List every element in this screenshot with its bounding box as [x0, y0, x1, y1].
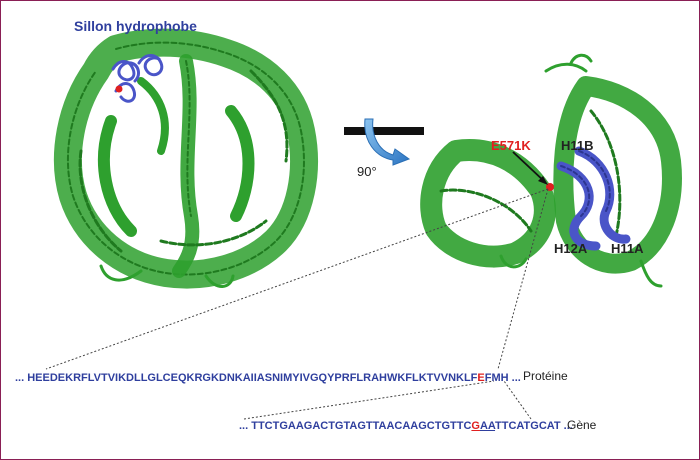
rotation-axis	[344, 127, 424, 135]
left-mutation-site	[115, 85, 123, 93]
figure-title: Sillon hydrophobe	[74, 18, 197, 34]
right-helices	[556, 146, 631, 251]
helix-label-h11a: H11A	[611, 241, 644, 256]
mutation-label: E571K	[491, 138, 531, 153]
gene-sequence-prefix: ... TTCTGAAGACTGTAGTTAACAAGCTGTTC	[239, 420, 472, 432]
protein-sequence: ... HEEDEKRFLVTVIKDLLGLCEQKRGKDNKAIIASNI…	[15, 372, 521, 384]
gene-codon-underlined: AA	[479, 420, 496, 432]
protein-mutated-residue: E	[477, 372, 485, 384]
gene-sequence-suffix: TTCATGCAT ...	[495, 420, 573, 432]
gene-row-label: Gène	[567, 418, 597, 432]
rotation-arrow	[364, 118, 411, 166]
left-protein-structure	[54, 28, 318, 289]
helix-label-h11b: H11B	[561, 138, 594, 153]
left-hydrophobic-groove	[111, 54, 164, 103]
mutation-pointer	[512, 151, 546, 183]
gene-sequence: ... TTCTGAAGACTGTAGTTAACAAGCTGTTCGAATTCA…	[239, 420, 573, 432]
protein-sequence-prefix: ... HEEDEKRFLVTVIKDLLGLCEQKRGKDNKAIIASNI…	[15, 372, 478, 384]
gene-mutated-base: G	[471, 420, 480, 432]
protein-sequence-suffix: FMH ...	[484, 372, 521, 384]
helix-label-h12a: H12A	[554, 241, 588, 256]
zoom-lines	[45, 188, 549, 420]
rotation-angle-label: 90°	[357, 164, 377, 179]
protein-row-label: Protéine	[523, 369, 568, 383]
mutation-pointer-head	[538, 176, 548, 185]
right-protein-structure	[420, 53, 682, 288]
